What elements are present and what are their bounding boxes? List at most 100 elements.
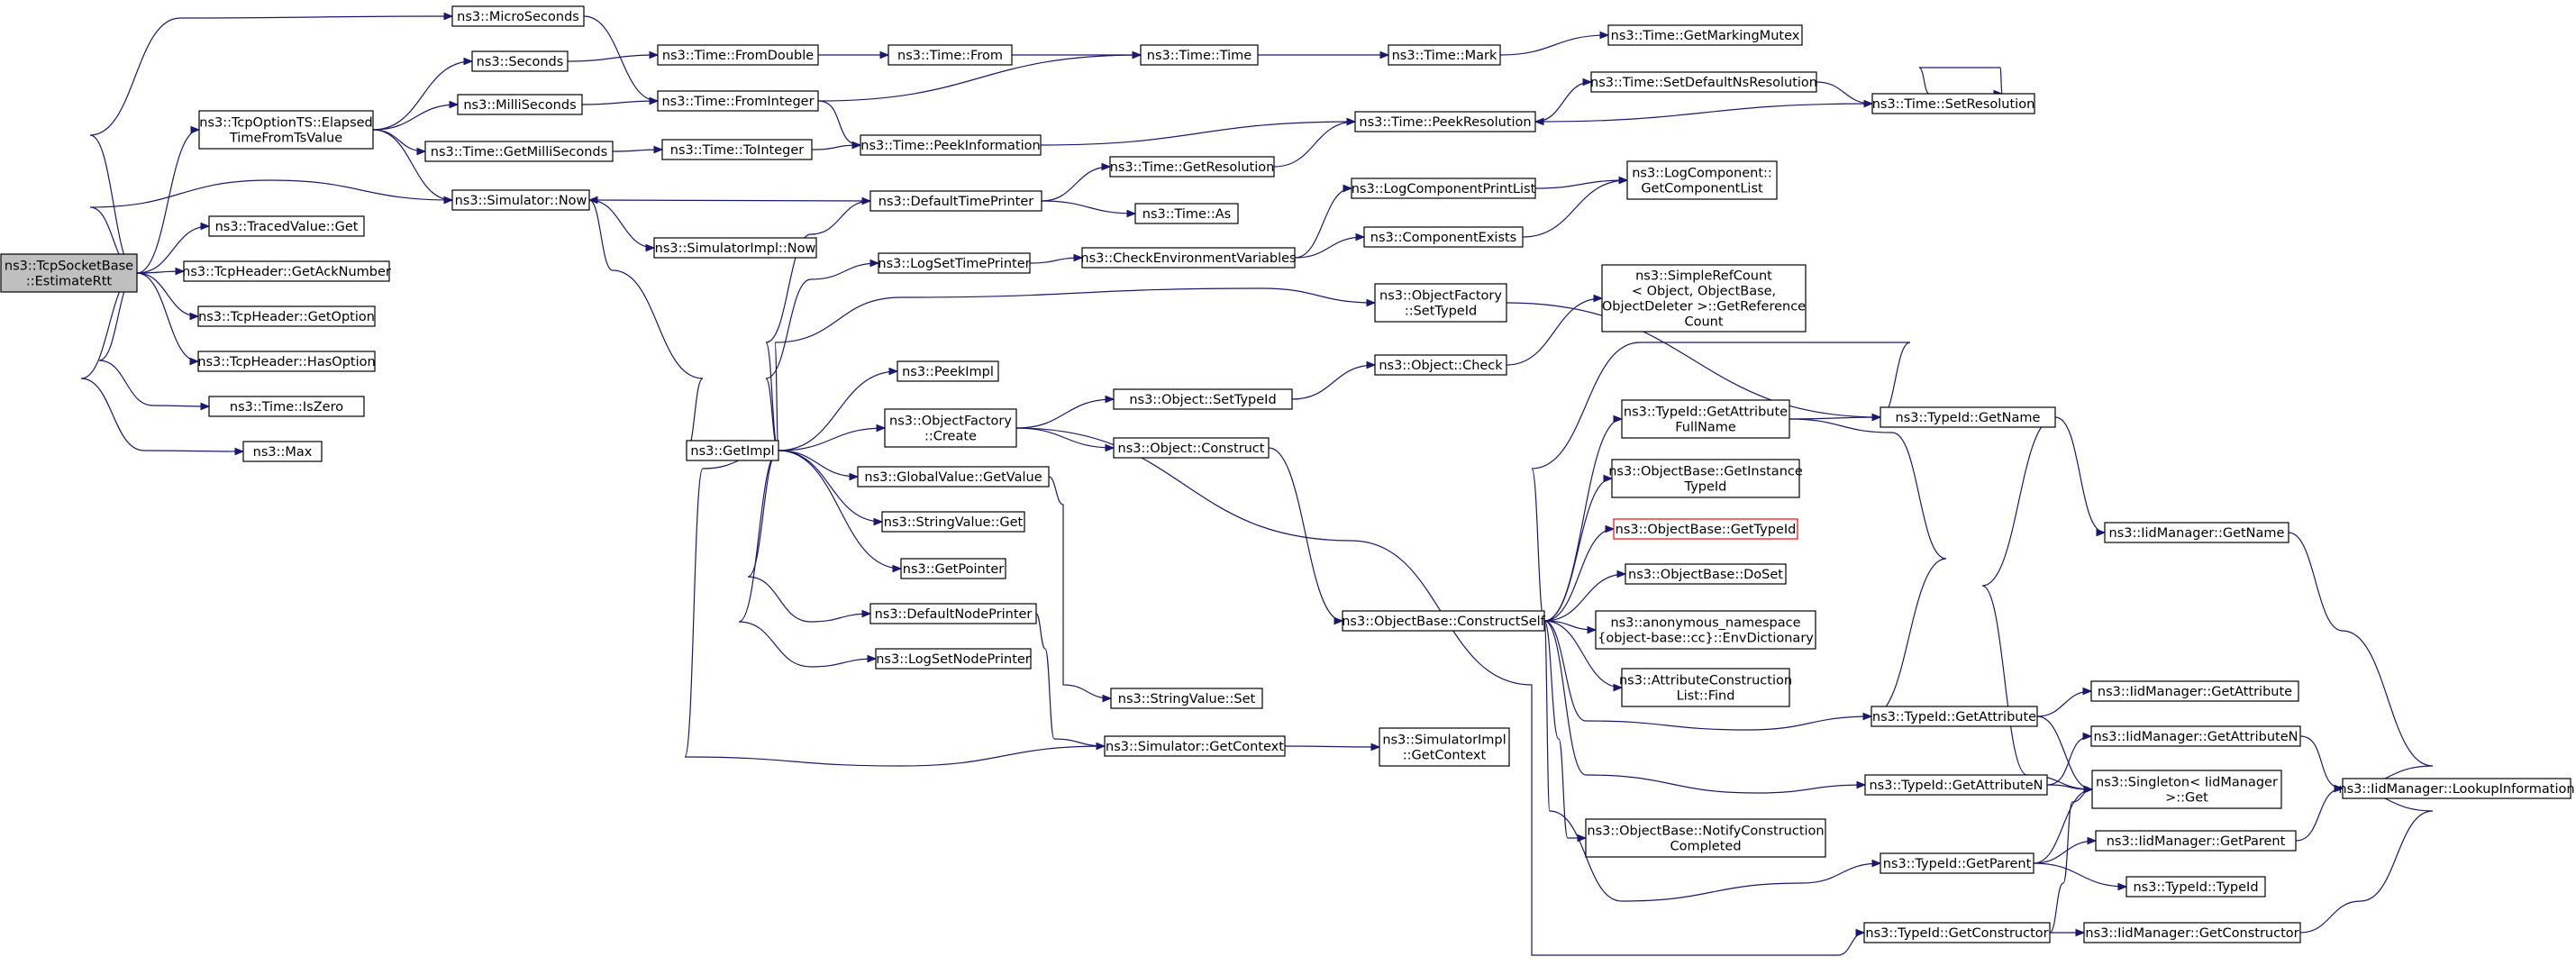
node-componentexists[interactable]: ns3::ComponentExists [1363, 226, 1524, 248]
node-label-line: FullName [1675, 420, 1736, 434]
call-edge-iidgetname-to-lookupinformation [2288, 532, 2434, 788]
node-label-line: TypeId [1684, 479, 1727, 494]
node-box [653, 237, 817, 259]
node-label-line: ns3::CheckEnvironmentVariables [1080, 251, 1296, 266]
node-typeidtypeid[interactable]: ns3::TypeId::TypeId [2125, 876, 2266, 898]
node-mark[interactable]: ns3::Time::Mark [1388, 44, 1501, 66]
node-frominteger[interactable]: ns3::Time::FromInteger [657, 90, 819, 112]
node-stringvalueset[interactable]: ns3::StringValue::Set [1110, 688, 1263, 709]
node-label-line: ns3::TypeId::GetParent [1883, 857, 2032, 871]
node-typeidgetattribute[interactable]: ns3::TypeId::GetAttribute [1871, 706, 2038, 727]
node-logsettimeprinter[interactable]: ns3::LogSetTimePrinter [878, 252, 1031, 274]
node-max[interactable]: ns3::Max [242, 441, 323, 462]
node-hasoption[interactable]: ns3::TcpHeader::HasOption [197, 351, 376, 372]
node-microseconds[interactable]: ns3::MicroSeconds [451, 5, 585, 27]
node-from[interactable]: ns3::Time::From [887, 44, 1013, 66]
node-peekresolution[interactable]: ns3::Time::PeekResolution [1354, 111, 1536, 132]
node-simimplgetcontext[interactable]: ns3::SimulatorImpl::GetContext [1379, 727, 1510, 767]
node-setresolution[interactable]: ns3::Time::SetResolution [1871, 93, 2035, 114]
node-objfactorysettypeid[interactable]: ns3::ObjectFactory::SetTypeId [1374, 283, 1507, 323]
node-iidgetattribute[interactable]: ns3::IidManager::GetAttribute [2090, 680, 2299, 702]
node-box [471, 50, 569, 72]
node-getmilliseconds[interactable]: ns3::Time::GetMilliSeconds [424, 141, 614, 162]
node-iszero[interactable]: ns3::Time::IsZero [208, 396, 365, 417]
node-fromdouble[interactable]: ns3::Time::FromDouble [657, 44, 819, 66]
node-checkenv[interactable]: ns3::CheckEnvironmentVariables [1080, 247, 1297, 269]
node-peekimpl[interactable]: ns3::PeekImpl [897, 360, 999, 382]
node-box [869, 190, 1042, 212]
node-label-line: TimeFromTsValue [229, 131, 342, 145]
node-iidgetname[interactable]: ns3::IidManager::GetName [2104, 522, 2289, 543]
node-label-line: ns3::TcpOptionTS::Elapsed [199, 115, 373, 130]
node-label-line: ns3::Time::SetResolution [1872, 97, 2035, 112]
node-iidgetattributen[interactable]: ns3::IidManager::GetAttributeN [2090, 725, 2301, 747]
node-label-line: ns3::ObjectBase::DoSet [1628, 568, 1783, 582]
node-box [1607, 24, 1803, 46]
call-edge-getcontext-to-getimpl [684, 451, 1106, 767]
node-lookupinformation[interactable]: ns3::IidManager::LookupInformation [2338, 778, 2575, 799]
node-box [1354, 111, 1536, 132]
node-doset[interactable]: ns3::ObjectBase::DoSet [1625, 563, 1787, 585]
node-simplerefcount[interactable]: ns3::SimpleRefCount< Object, ObjectBase,… [1601, 264, 1807, 333]
node-stringvalueget[interactable]: ns3::StringValue::Get [881, 511, 1025, 533]
node-timeas[interactable]: ns3::Time::As [1134, 203, 1239, 224]
node-getcontext[interactable]: ns3::Simulator::GetContext [1104, 735, 1286, 757]
node-envdictionary[interactable]: ns3::anonymous_namespace{object-base::cc… [1595, 610, 1816, 650]
call-edge-peekinformation-to-peekresolution [1040, 122, 1355, 146]
node-label-line: ns3::Simulator::GetContext [1106, 740, 1284, 754]
call-edge-constructself-to-notifyconstruction [1543, 620, 1586, 838]
node-getcomponentlist[interactable]: ns3::LogComponent::GetComponentList [1626, 160, 1778, 200]
node-box [183, 260, 390, 282]
node-box [1871, 706, 2038, 727]
node-milliseconds[interactable]: ns3::MilliSeconds [457, 94, 583, 115]
node-getimpl[interactable]: ns3::GetImpl [686, 440, 779, 461]
node-singletonget[interactable]: ns3::Singleton< IidManager>::Get [2091, 770, 2282, 809]
node-typeidgetattributen[interactable]: ns3::TypeId::GetAttributeN [1864, 774, 2048, 796]
node-now[interactable]: ns3::Simulator::Now [451, 189, 590, 211]
node-getresolution[interactable]: ns3::Time::GetResolution [1109, 156, 1275, 178]
node-logcompprintlist[interactable]: ns3::LogComponentPrintList [1351, 178, 1536, 199]
node-objfactorycreate[interactable]: ns3::ObjectFactory::Create [884, 408, 1017, 448]
node-box [1611, 459, 1800, 498]
node-logsetnodeprinter[interactable]: ns3::LogSetNodePrinter [875, 648, 1032, 670]
node-tointeger[interactable]: ns3::Time::ToInteger [661, 139, 813, 160]
node-seconds[interactable]: ns3::Seconds [471, 50, 569, 72]
node-defaulttimeprinter[interactable]: ns3::DefaultTimePrinter [869, 190, 1042, 212]
node-objectcheck[interactable]: ns3::Object::Check [1374, 354, 1507, 376]
call-edge-frominteger-to-peekinformation [817, 100, 860, 145]
node-simimplnow[interactable]: ns3::SimulatorImpl::Now [653, 237, 817, 259]
node-box [198, 110, 374, 150]
node-defaultnodeprinter[interactable]: ns3::DefaultNodePrinter [869, 603, 1037, 624]
node-setdefaultns[interactable]: ns3::Time::SetDefaultNsResolution [1590, 71, 1817, 93]
node-objectconstruct[interactable]: ns3::Object::Construct [1113, 437, 1270, 459]
node-getpointer[interactable]: ns3::GetPointer [900, 558, 1006, 579]
call-edge-peekresolution-to-setdefaultns [1534, 82, 1591, 123]
node-label-line: ns3::TcpHeader::GetOption [198, 310, 375, 324]
node-iidgetparent[interactable]: ns3::IidManager::GetParent [2095, 830, 2297, 852]
node-getoption[interactable]: ns3::TcpHeader::GetOption [197, 305, 376, 327]
node-getacknumber[interactable]: ns3::TcpHeader::GetAckNumber [182, 260, 391, 282]
node-tracedget[interactable]: ns3::TracedValue::Get [208, 215, 365, 237]
node-box [869, 603, 1037, 624]
node-label-line: ns3::TcpHeader::GetAckNumber [182, 265, 391, 279]
node-iidgetconstructor[interactable]: ns3::IidManager::GetConstructor [2083, 922, 2301, 943]
node-timetime[interactable]: ns3::Time::Time [1140, 44, 1259, 66]
node-objbasegettypeid[interactable]: ns3::ObjectBase::GetTypeId [1613, 518, 1798, 540]
node-objectsettypeid[interactable]: ns3::Object::SetTypeId [1113, 388, 1293, 410]
node-notifyconstruction[interactable]: ns3::ObjectBase::NotifyConstructionCompl… [1585, 818, 1826, 858]
node-globalvalueget[interactable]: ns3::GlobalValue::GetValue [857, 466, 1050, 488]
node-constructself[interactable]: ns3::ObjectBase::ConstructSelf [1342, 610, 1546, 632]
node-box [1613, 518, 1798, 540]
node-root[interactable]: ns3::TcpSocketBase::EstimateRtt [0, 253, 138, 293]
node-peekinformation[interactable]: ns3::Time::PeekInformation [860, 134, 1042, 156]
node-label-line: ns3::anonymous_namespace [1610, 615, 1800, 630]
node-getmarkingmutex[interactable]: ns3::Time::GetMarkingMutex [1607, 24, 1803, 46]
node-typeidgetname[interactable]: ns3::TypeId::GetName [1880, 406, 2056, 428]
node-label-line: ns3::MilliSeconds [463, 98, 576, 113]
node-typeidgetconstructor[interactable]: ns3::TypeId::GetConstructor [1863, 922, 2051, 943]
node-typeidgetparent[interactable]: ns3::TypeId::GetParent [1880, 852, 2034, 874]
